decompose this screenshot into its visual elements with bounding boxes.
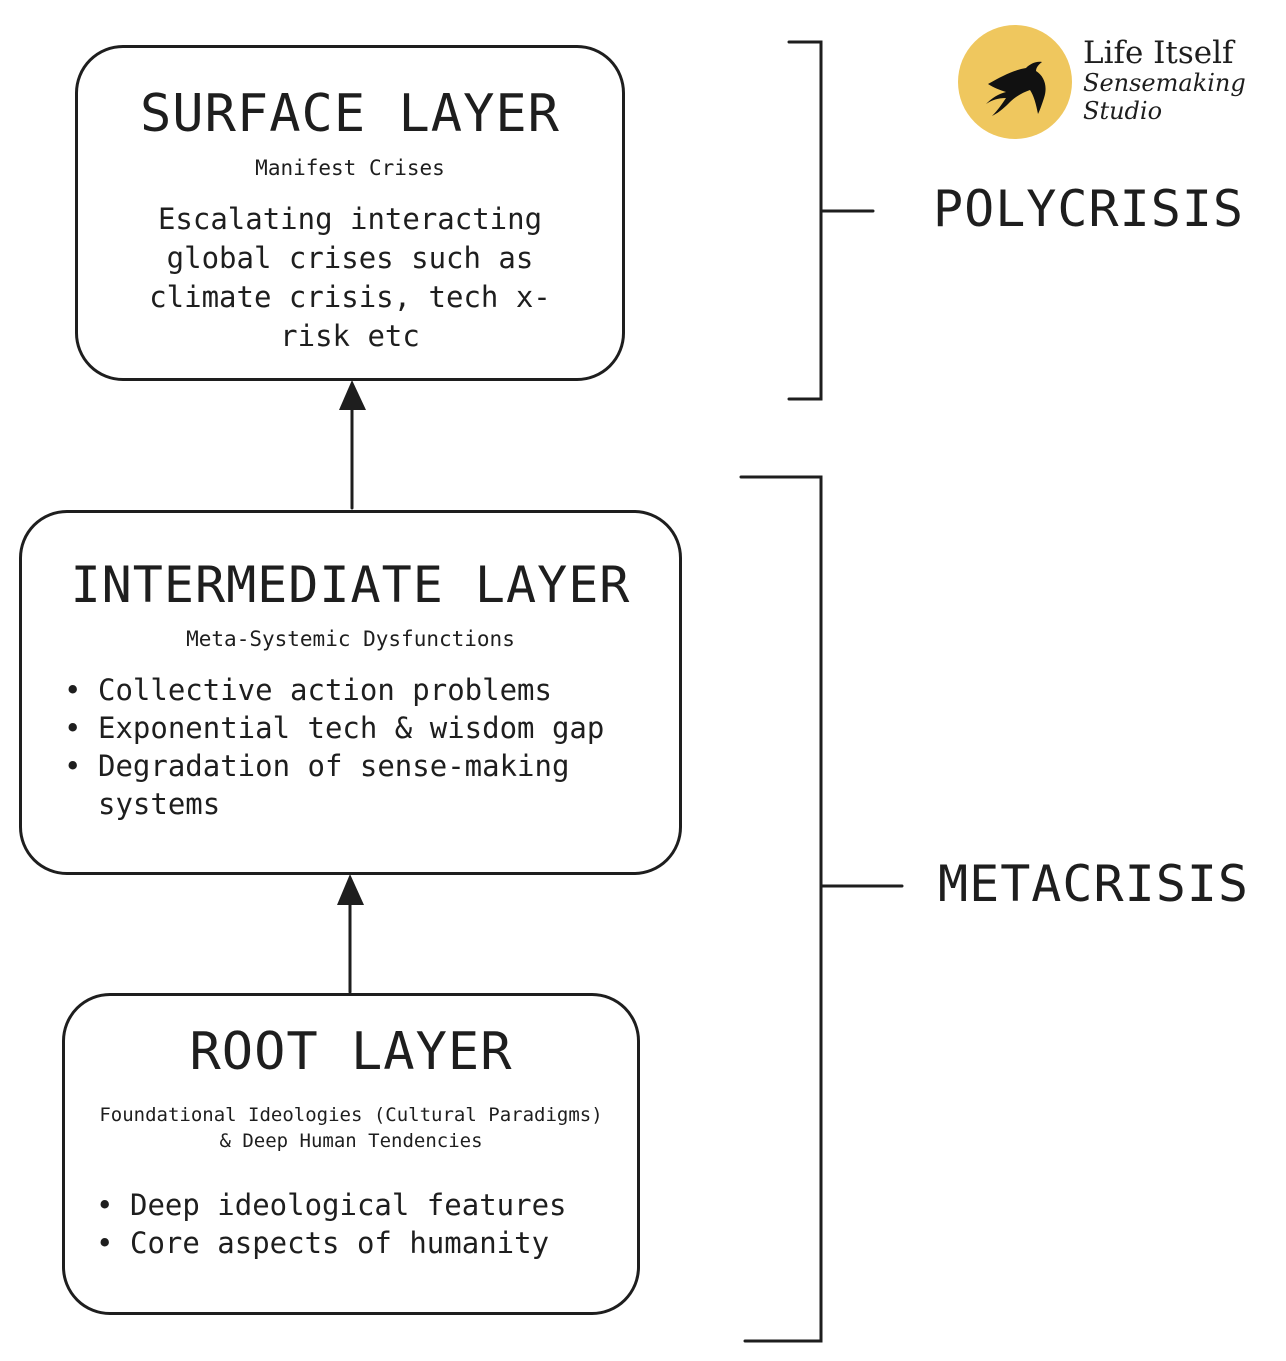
polycrisis-bracket xyxy=(787,40,823,401)
life-itself-logo: Life Itself Sensemaking Studio xyxy=(958,24,1258,144)
surface-layer-description: Escalating interacting global crises suc… xyxy=(149,202,551,353)
metacrisis-label: METACRISIS xyxy=(938,855,1250,913)
logo-name: Life Itself xyxy=(1083,35,1234,71)
list-item: Deep ideological features xyxy=(92,1186,612,1224)
intermediate-layer-list: Collective action problems Exponential t… xyxy=(60,671,620,823)
surface-layer-subtitle: Manifest Crises xyxy=(255,156,445,180)
logo-circle xyxy=(958,25,1072,139)
root-layer-subtitle-line2: & Deep Human Tendencies xyxy=(219,1130,483,1152)
root-layer-box: ROOT LAYER Foundational Ideologies (Cult… xyxy=(62,993,640,1315)
root-layer-list: Deep ideological features Core aspects o… xyxy=(92,1186,612,1262)
logo-text: Life Itself Sensemaking Studio xyxy=(1083,35,1246,126)
metacrisis-bracket xyxy=(739,475,823,1343)
logo-tagline-line2: Studio xyxy=(1083,97,1163,125)
root-layer-subtitle-line1: Foundational Ideologies (Cultural Paradi… xyxy=(99,1104,603,1126)
logo-tagline-line1: Sensemaking xyxy=(1083,69,1246,97)
list-item: Core aspects of humanity xyxy=(92,1224,612,1262)
surface-layer-box: SURFACE LAYER Manifest Crises Escalating… xyxy=(75,45,625,381)
arrowhead-up-surface xyxy=(339,380,366,410)
arrowhead-up-intermediate xyxy=(337,874,364,905)
root-layer-title: ROOT LAYER xyxy=(189,1022,513,1082)
intermediate-layer-box: INTERMEDIATE LAYER Meta-Systemic Dysfunc… xyxy=(19,510,682,875)
polycrisis-label: POLYCRISIS xyxy=(933,180,1245,238)
list-item: Exponential tech & wisdom gap xyxy=(60,709,620,747)
intermediate-layer-subtitle: Meta-Systemic Dysfunctions xyxy=(186,627,515,651)
surface-layer-title: SURFACE LAYER xyxy=(140,84,560,144)
swallow-bird-icon xyxy=(986,61,1046,116)
list-item: Degradation of sense-making systems xyxy=(60,747,620,823)
list-item: Collective action problems xyxy=(60,671,620,709)
intermediate-layer-title: INTERMEDIATE LAYER xyxy=(70,556,631,614)
